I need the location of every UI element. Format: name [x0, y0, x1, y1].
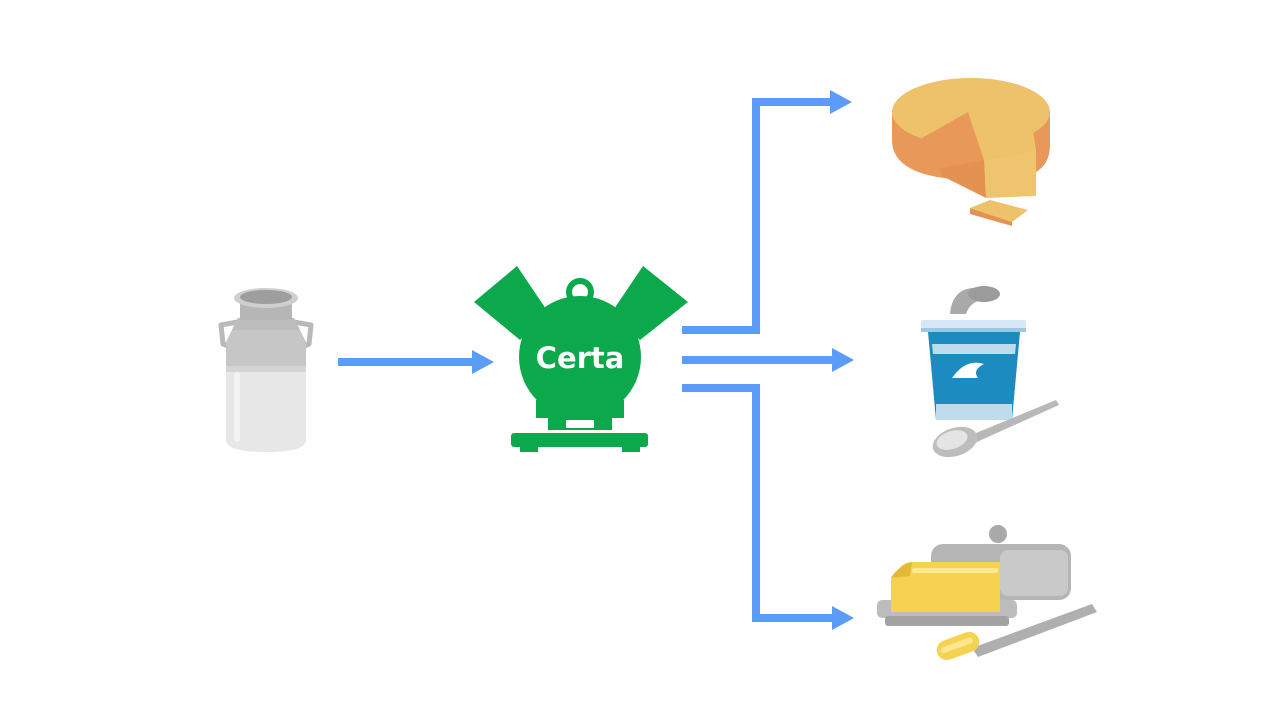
- output-arrow-yogurt: [682, 348, 854, 372]
- cheese-wheel-icon: [892, 78, 1050, 226]
- certa-device-icon: Certa: [474, 266, 688, 452]
- input-arrow: [338, 350, 494, 374]
- output-arrow-butter: [682, 384, 854, 630]
- device-label: Certa: [536, 341, 625, 375]
- milk-can-icon: [218, 288, 314, 452]
- output-arrow-cheese: [682, 90, 852, 334]
- yogurt-cup-icon: [921, 286, 1059, 458]
- butter-dish-icon: [877, 525, 1097, 661]
